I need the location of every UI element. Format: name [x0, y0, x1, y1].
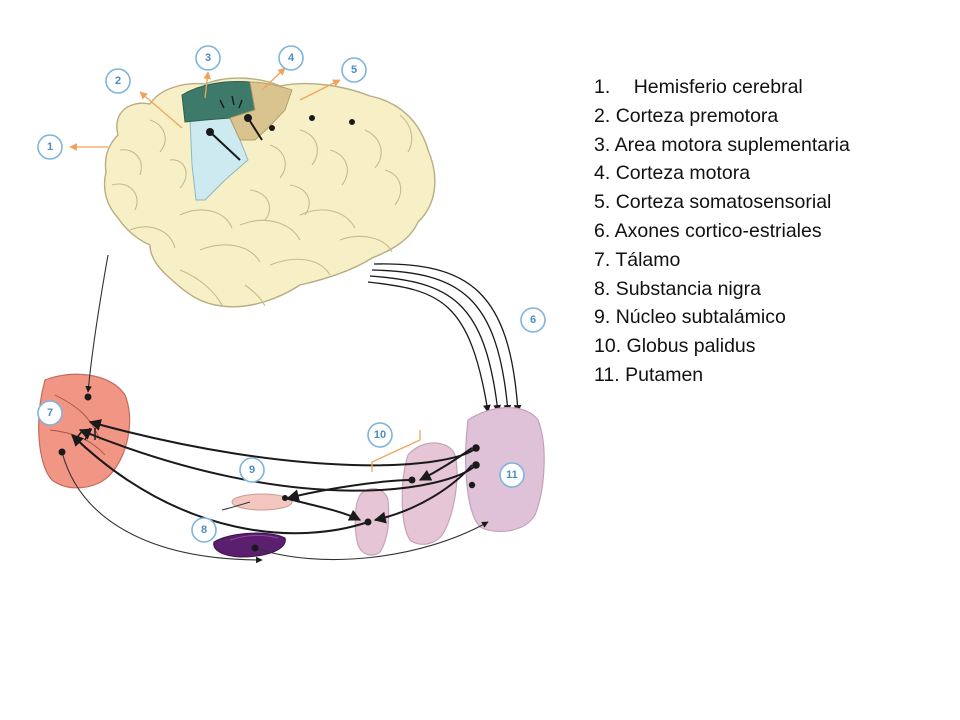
svg-text:8: 8	[201, 524, 207, 536]
stn-branch	[221, 501, 251, 511]
svg-text:11: 11	[506, 469, 518, 481]
legend-item-8: 8. Substancia nigra	[594, 275, 850, 304]
legend-label: Putamen	[625, 363, 704, 386]
subthalamic-nucleus	[231, 493, 293, 511]
substantia-nigra-detail	[229, 535, 279, 541]
legend-label: Corteza premotora	[615, 104, 779, 127]
svg-text:6: 6	[530, 314, 536, 326]
legend-num: 4.	[594, 162, 611, 185]
legend-num: 7.	[594, 248, 611, 271]
callout-8: 8	[191, 517, 217, 543]
svg-text:5: 5	[351, 64, 357, 76]
svg-text:2: 2	[115, 75, 121, 87]
legend-num: 2.	[594, 104, 611, 127]
legend-item-2: 2. Corteza premotora	[594, 102, 850, 131]
callout-11: 11	[499, 462, 525, 488]
cerebral-hemisphere	[103, 77, 436, 308]
legend-item-5: 5. Corteza somatosensorial	[594, 188, 850, 217]
legend-num: 6.	[594, 219, 611, 242]
globus-pallidus-external	[401, 442, 458, 545]
cortical-neurons	[206, 95, 355, 161]
svg-text:4: 4	[288, 52, 295, 64]
gp-to-thalamus-path	[71, 434, 369, 535]
putamen-pathway-2	[78, 428, 477, 492]
legend-item-9: 9. Núcleo subtalámico	[594, 303, 850, 332]
legend-num: 1.	[594, 76, 611, 98]
globus-pallidus-bracket	[371, 430, 421, 472]
callout-2: 2	[105, 68, 131, 94]
legend-num: 11.	[594, 363, 620, 386]
motor-cortex-region	[229, 81, 293, 141]
callout-leaders	[69, 67, 421, 472]
legend-label: Núcleo subtalámico	[615, 306, 786, 329]
callout-9: 9	[239, 457, 265, 483]
brain-gyri	[111, 114, 413, 307]
gpe-to-stn-path	[286, 479, 413, 502]
legend-item-7: 7. Tálamo	[594, 246, 850, 275]
legend-label: Globus palidus	[626, 335, 756, 358]
legend-num: 3.	[594, 133, 611, 156]
legend-num: 10.	[594, 335, 622, 358]
legend-num: 9.	[594, 306, 611, 329]
callout-10: 10	[367, 422, 393, 448]
pathways	[58, 254, 489, 564]
stn-to-gpi-path	[284, 497, 362, 521]
svg-text:3: 3	[205, 52, 211, 64]
legend-item-11: 11. Putamen	[594, 361, 850, 390]
legend-item-1: 1. Hemisferio cerebral	[594, 73, 850, 102]
legend: 1. Hemisferio cerebral 2. Corteza premot…	[594, 73, 850, 390]
callout-3: 3	[195, 45, 221, 71]
legend-label: Area motora suplementaria	[614, 133, 850, 156]
legend-label: Hemisferio cerebral	[633, 76, 803, 98]
putamen-to-gpe-path	[418, 447, 473, 481]
legend-label: Substancia nigra	[615, 277, 761, 300]
callout-6: 6	[520, 307, 546, 333]
legend-label: Corteza somatosensorial	[615, 191, 832, 214]
cortico-striatal-axons	[367, 263, 522, 413]
svg-text:10: 10	[374, 429, 386, 441]
brain-outline	[103, 77, 436, 308]
svg-text:1: 1	[47, 141, 53, 153]
legend-num: 5.	[594, 191, 611, 214]
legend-label: Axones cortico-estriales	[614, 219, 822, 242]
globus-pallidus-internal	[354, 488, 390, 556]
cortex-thalamus-line	[85, 254, 109, 393]
callout-1: 1	[37, 134, 63, 160]
supplementary-motor-area-region	[181, 81, 256, 123]
legend-item-3: 3. Area motora suplementaria	[594, 131, 850, 160]
legend-num: 8.	[594, 277, 611, 300]
svg-text:9: 9	[249, 464, 255, 476]
svg-text:7: 7	[47, 407, 53, 419]
nigra-to-putamen-path	[254, 521, 489, 561]
putamen-to-gpi-path	[373, 464, 473, 524]
legend-label: Tálamo	[615, 248, 681, 271]
callout-4: 4	[278, 45, 304, 71]
thalamus-to-nigra-path	[61, 451, 263, 564]
legend-item-4: 4. Corteza motora	[594, 159, 850, 188]
callout-5: 5	[341, 57, 367, 83]
callout-7: 7	[37, 400, 63, 426]
legend-label: Corteza motora	[615, 162, 751, 185]
legend-item-6: 6. Axones cortico-estriales	[594, 217, 850, 246]
legend-item-10: 10. Globus palidus	[594, 332, 850, 361]
